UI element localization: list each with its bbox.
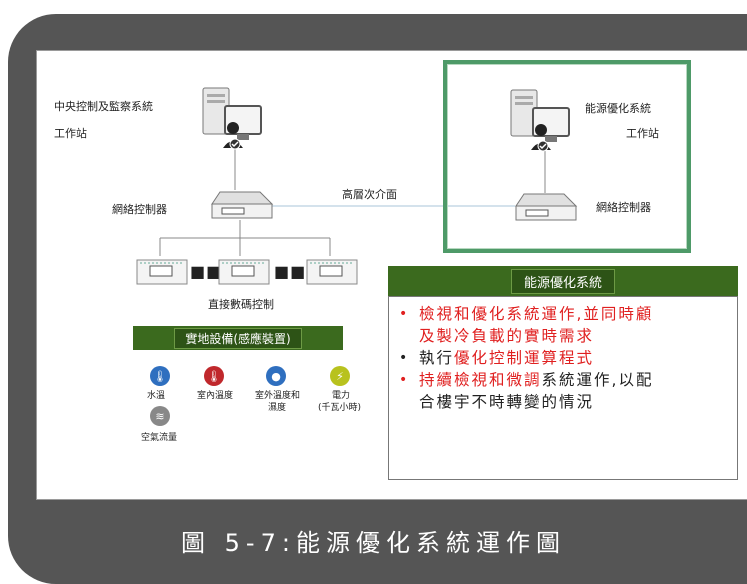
bullet-item-continued: 合樓宇不時轉變的情況 (399, 391, 729, 413)
optimization-station-label-2: 工作站 (626, 127, 659, 140)
optimization-workstation-icon (510, 89, 570, 152)
network-controller-left-label: 網絡控制器 (112, 203, 167, 216)
sensor-label: 室內溫度 (197, 391, 234, 401)
sensor-label: 室外溫度和 (255, 391, 301, 401)
bullet-item: • 執行優化控制運算程式 (399, 347, 729, 369)
ddc-controller-icon (306, 259, 358, 285)
figure-caption: 圖 5-7:能源優化系統運作圖 (181, 529, 566, 557)
bullet-text: 合樓宇不時轉變的情況 (419, 393, 595, 411)
sensor-label: 電力 (332, 391, 351, 401)
bullet-text-highlight: 持續檢視和微調 (419, 371, 542, 389)
optimization-system-title: 能源優化系統 (510, 268, 615, 294)
water-temperature-icon: 🌡 (150, 366, 170, 386)
optimization-system-header: 能源優化系統 (388, 266, 738, 296)
field-equipment-title: 實地設備(感應裝置) (174, 327, 302, 349)
workstation-computer-icon (202, 87, 262, 150)
optimization-system-box (443, 60, 691, 253)
bullet-text-highlight: 優化控制運算程式 (454, 349, 595, 367)
sensor-label: 空氣流量 (141, 433, 178, 443)
lightning-icon: ⚡ (330, 366, 350, 386)
bullet-dot: • (399, 306, 410, 322)
bullet-text: 檢視和優化系統運作,並同時顧 (419, 305, 654, 323)
bullet-text-prefix: 執行 (419, 349, 455, 367)
network-controller-right-icon (515, 193, 578, 221)
bullet-text-suffix: 系統運作,以配 (541, 371, 654, 389)
bullet-text: 及製冷負載的實時需求 (419, 327, 595, 345)
bullet-item: • 持續檢視和微調系統運作,以配 (399, 369, 729, 391)
bullet-item: • 檢視和優化系統運作,並同時顧 (399, 303, 729, 325)
field-equipment-header: 實地設備(感應裝置) (133, 326, 343, 350)
ddc-label: 直接數碼控制 (208, 298, 274, 311)
bullet-dot: • (399, 372, 410, 388)
sensor-label: 水溫 (147, 391, 166, 401)
optimization-station-label: 能源優化系統 (585, 102, 651, 115)
central-station-label-2: 工作站 (54, 127, 87, 140)
network-controller-right-label: 網絡控制器 (596, 201, 651, 214)
connection-lines (159, 145, 546, 256)
airflow-icon: ≋ (150, 406, 170, 426)
bullet-item-continued: 及製冷負載的實時需求 (399, 325, 729, 347)
central-station-label: 中央控制及監察系統 (54, 100, 153, 113)
optimization-system-details: • 檢視和優化系統運作,並同時顧 及製冷負載的實時需求 • 執行優化控制運算程式… (388, 296, 738, 480)
high-level-interface-label: 高層次介面 (342, 188, 397, 201)
network-controller-left-icon (211, 191, 274, 219)
bullet-dot: • (399, 350, 410, 366)
ddc-controller-icon (218, 259, 270, 285)
sensor-label-2: 濕度 (268, 403, 287, 413)
ddc-controller-icon (136, 259, 188, 285)
humidity-icon: ● (266, 366, 286, 386)
sensor-label-2: (千瓦小時) (318, 403, 362, 413)
thermometer-icon: 🌡 (204, 366, 224, 386)
